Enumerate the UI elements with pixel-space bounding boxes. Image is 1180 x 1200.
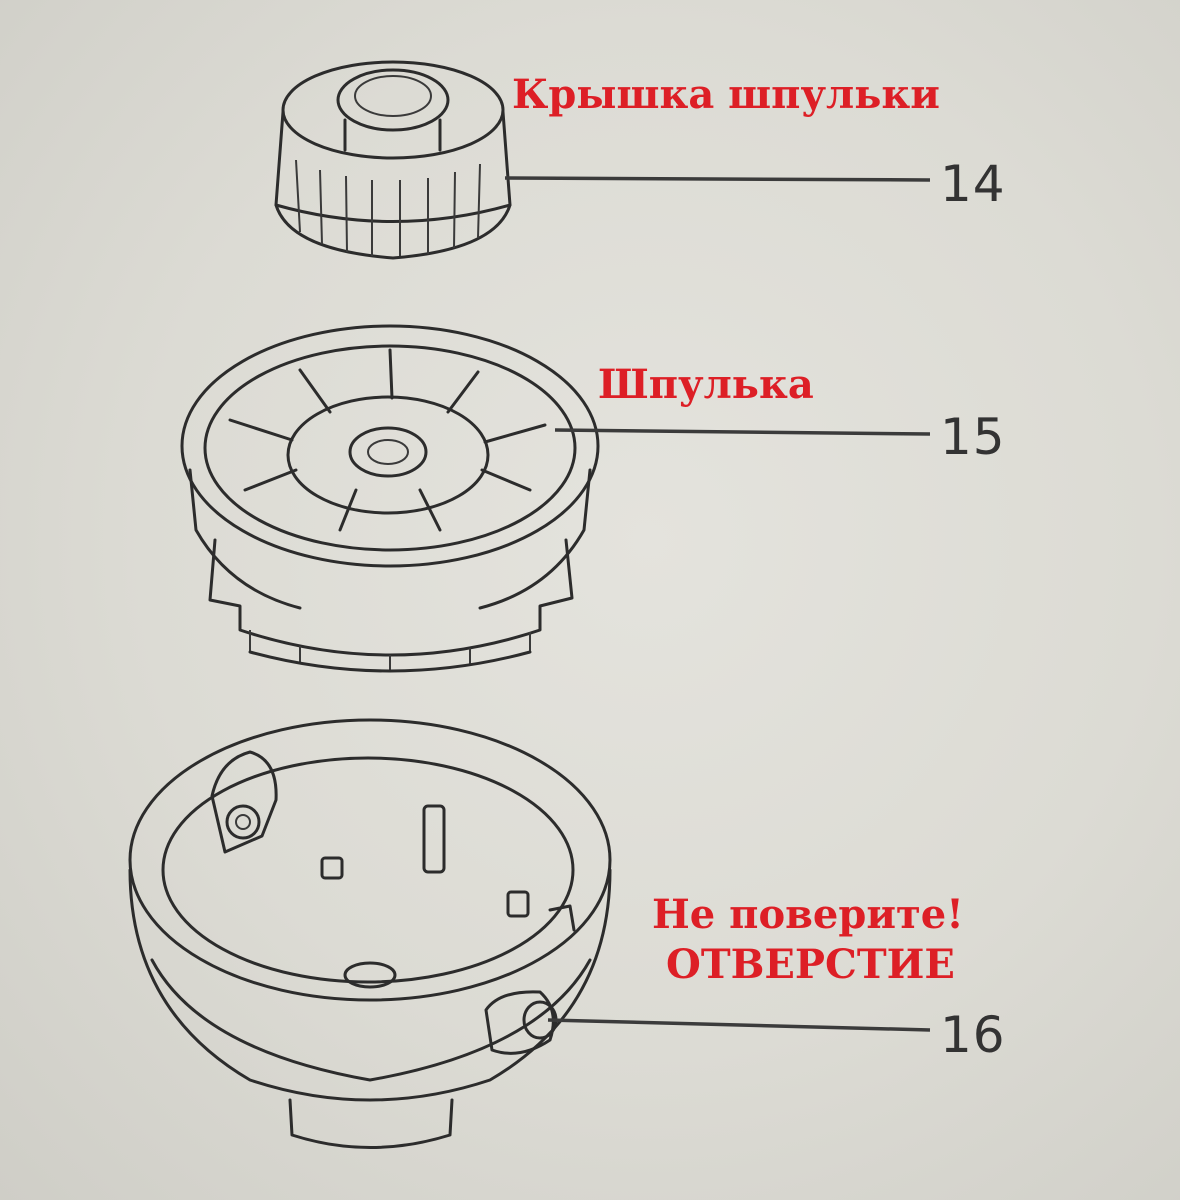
spool-leader-line bbox=[554, 428, 931, 436]
cap-annotation: Крышка шпульки bbox=[512, 71, 940, 118]
spool-cap-drawing bbox=[274, 60, 512, 260]
warning-annotation-line2: ОТВЕРСТИЕ bbox=[666, 941, 955, 988]
spool-drawing bbox=[180, 324, 600, 673]
housing-drawing bbox=[128, 718, 612, 1149]
spool-annotation: Шпулька bbox=[598, 361, 814, 408]
housing-leader-line bbox=[547, 1018, 931, 1032]
cap-leader-line bbox=[504, 176, 931, 182]
cap-part-number: 14 bbox=[940, 155, 1006, 213]
warning-annotation-line1: Не поверите! bbox=[652, 891, 964, 938]
housing-part-number: 16 bbox=[940, 1006, 1006, 1064]
spool-part-number: 15 bbox=[940, 408, 1006, 466]
